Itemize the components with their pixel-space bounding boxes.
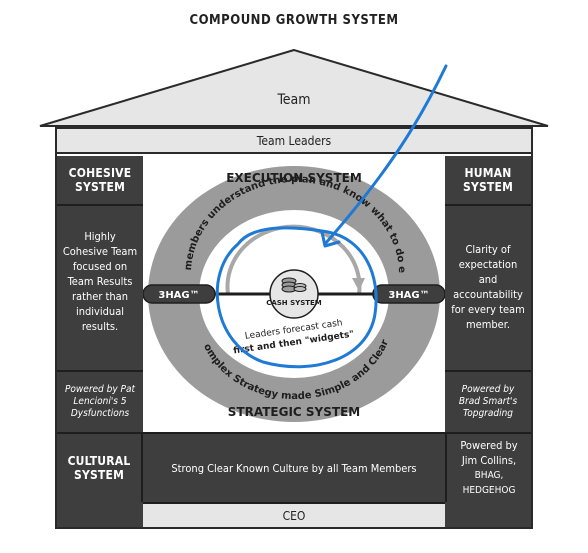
coins-icon: [281, 277, 307, 293]
cultural-system-header: CULTURAL SYSTEM: [57, 434, 143, 502]
annotation-arrow-line: [323, 64, 448, 246]
ceo-bar: CEO: [143, 502, 445, 527]
foundation-powered-by: Powered by Jim Collins, BHAG, HEDGEHOG: [445, 434, 531, 502]
page-title: COMPOUND GROWTH SYSTEM: [189, 12, 399, 28]
left-column: COHESIVE SYSTEM Highly Cohesive Team foc…: [57, 156, 143, 432]
foundation-powered-line2: Jim Collins,: [461, 454, 517, 467]
foundation-powered-line1: Powered by: [460, 439, 518, 452]
cultural-header-line1: CULTURAL: [67, 454, 131, 468]
threehag-right-pill: [372, 284, 445, 304]
right-column: HUMAN SYSTEM Clarity of expectation and …: [445, 156, 531, 432]
human-system-body: Clarity of expectation and accountabilit…: [451, 243, 525, 331]
cash-system-label: CASH SYSTEM: [266, 299, 322, 307]
human-powered-by: Powered by Brad Smart's Topgrading: [445, 370, 531, 432]
human-system-header: HUMAN SYSTEM: [445, 156, 531, 206]
human-header-line2: SYSTEM: [462, 180, 514, 194]
center-diagram: EXECUTION SYSTEM STRATEGIC SYSTEM All te…: [143, 154, 445, 422]
foundation-row: CULTURAL SYSTEM Strong Clear Known Cultu…: [57, 432, 531, 502]
ceo-left-base: [57, 502, 143, 527]
cohesive-header-line1: COHESIVE: [68, 166, 132, 180]
foundation-powered-line3: BHAG, HEDGEHOG: [462, 470, 516, 496]
threehag-left-label: 3HAG™: [158, 290, 199, 301]
team-leaders-bar: Team Leaders: [57, 129, 531, 154]
execution-system-label: EXECUTION SYSTEM: [226, 171, 362, 185]
roof-label: Team: [277, 92, 311, 108]
annotation-arrow-head: [320, 230, 341, 248]
ceo-right-base: [445, 502, 531, 527]
strategic-system-label: STRATEGIC SYSTEM: [228, 405, 360, 419]
cohesive-system-header: COHESIVE SYSTEM: [57, 156, 143, 206]
human-header-line1: HUMAN: [464, 166, 512, 180]
threehag-left-pill: [143, 284, 216, 304]
cultural-header-line2: SYSTEM: [73, 468, 125, 482]
threehag-right-label: 3HAG™: [388, 290, 429, 301]
cohesive-powered-by: Powered by Pat Lencioni's 5 Dysfunctions: [57, 370, 143, 432]
cycle-arrow-head: [352, 278, 365, 291]
culture-statement: Strong Clear Known Culture by all Team M…: [143, 434, 445, 502]
annotation-loop: [215, 226, 378, 369]
cohesive-header-line2: SYSTEM: [74, 180, 126, 194]
roof: [39, 48, 549, 127]
